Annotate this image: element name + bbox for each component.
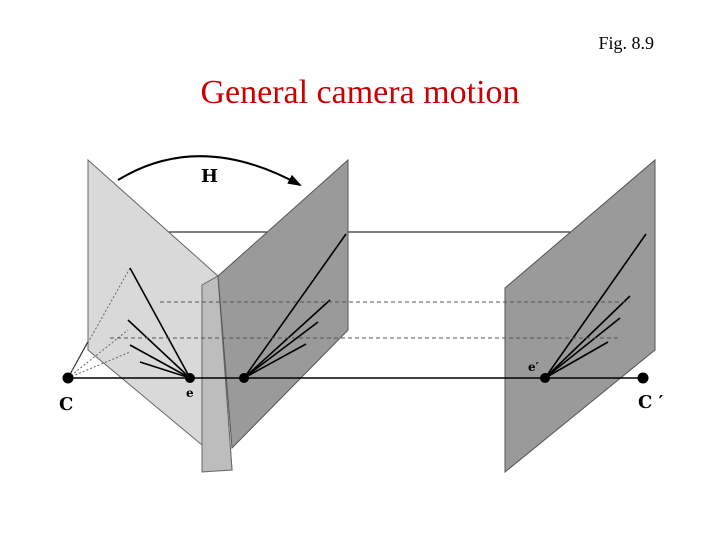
camera-center-1 [62,372,74,384]
figure-number: Fig. 8.9 [598,33,654,53]
epipole-1 [185,373,195,383]
image-plane-edge [201,275,233,473]
correspondence-lines [110,301,630,339]
epipolar-lines-1 [127,267,191,379]
epipole-2 [540,373,550,383]
epipolar-lines-rotated [243,233,347,379]
image-plane-rotated [217,158,349,450]
camera-center-2-label: C ′ [638,392,664,413]
homography-label: H [201,166,218,187]
camera-center-1-label: C [59,394,73,415]
epipole-2-label: e′ [528,360,539,374]
slide-title: General camera motion [200,74,520,111]
epipolar-lines-2 [544,233,647,379]
image-plane-2 [504,158,656,474]
epipole-1-label: e [186,386,194,400]
camera-center-2 [637,372,649,384]
epipole-rotated [239,373,249,383]
homography-arrow [117,155,302,186]
